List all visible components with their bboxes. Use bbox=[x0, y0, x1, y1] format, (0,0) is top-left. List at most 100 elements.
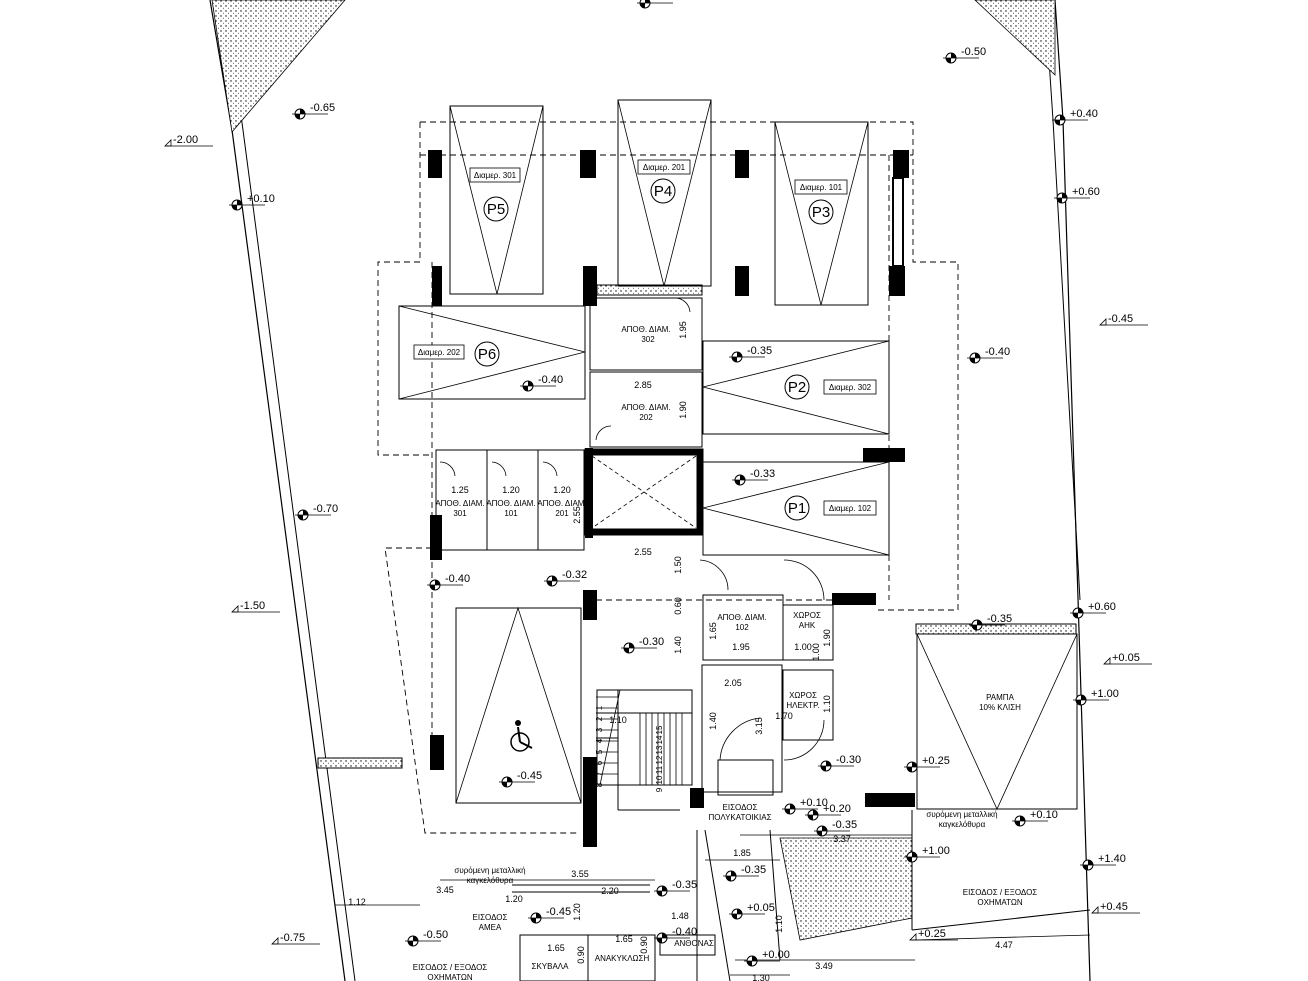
stair-step-number: 15 bbox=[655, 725, 664, 734]
building-entrance-line1: ΕΙΣΟΔΟΣ bbox=[723, 803, 758, 812]
wheelchair-icon bbox=[510, 720, 533, 752]
site-boundary bbox=[209, 0, 1091, 981]
dimension-value: 1.12 bbox=[348, 897, 366, 907]
level-value: -0.35 bbox=[987, 613, 1012, 625]
ahk-room-line1: ΧΩΡΟΣ bbox=[793, 611, 821, 620]
dimension-value: 1.48 bbox=[671, 911, 689, 921]
dimension-value: 3.37 bbox=[833, 834, 851, 844]
stair-step-number: 2 bbox=[595, 716, 604, 721]
level-value: +0.25 bbox=[922, 755, 950, 767]
dimension-value: 0.60 bbox=[673, 597, 683, 615]
level-marker: +1.00 bbox=[903, 845, 950, 863]
parking-bay-p2: Διαμερ. 302 P2 bbox=[702, 340, 890, 435]
level-value: -0.40 bbox=[445, 573, 470, 585]
stair-step-number: 9 bbox=[655, 787, 664, 792]
storage-title-301: ΑΠΟΘ. ΔΙΑΜ. bbox=[435, 499, 484, 508]
level-markers: -0.50-0.65+0.10-0.50+0.40+0.60-0.40-0.40… bbox=[228, 0, 1126, 967]
dimension-value: 3.49 bbox=[815, 961, 833, 971]
stair-step-number: 14 bbox=[655, 735, 664, 744]
stair-step-number: 13 bbox=[655, 745, 664, 754]
ahk-room-line2: ΑΗΚ bbox=[799, 621, 816, 630]
p4-apartment: Διαμερ. 201 bbox=[643, 163, 686, 172]
dimension-value: 1.40 bbox=[673, 636, 683, 654]
p6-apartment: Διαμερ. 202 bbox=[418, 348, 461, 357]
side-level-value: +0.05 bbox=[1112, 652, 1140, 664]
level-triangle-icon bbox=[164, 139, 172, 147]
p2-apartment: Διαμερ. 302 bbox=[829, 383, 872, 392]
side-level-value: -2.00 bbox=[173, 134, 198, 146]
side-level-marker: -0.45 bbox=[1099, 313, 1148, 326]
level-triangle-icon bbox=[231, 605, 239, 613]
side-level-value: +0.25 bbox=[918, 928, 946, 940]
storage-num-302: 302 bbox=[641, 335, 655, 344]
level-triangle-icon bbox=[1091, 906, 1099, 914]
entrance-area: ΕΙΣΟΔΟΣ ΠΟΛΥΚΑΤΟΙΚΙΑΣ ΕΙΣΟΔΟΣ / ΕΞΟΔΟΣ Ο… bbox=[335, 759, 1091, 981]
dimension-value: 2.55 bbox=[572, 506, 582, 524]
side-level-value: +0.45 bbox=[1100, 901, 1128, 913]
side-level-marker: +0.45 bbox=[1091, 901, 1140, 914]
dimension-value: 1.40 bbox=[708, 712, 718, 730]
level-value: -0.32 bbox=[562, 569, 587, 581]
storage-num-201: 201 bbox=[555, 509, 569, 518]
level-value: -0.40 bbox=[985, 346, 1010, 358]
vehicles-entrance-line1: ΕΙΣΟΔΟΣ / ΕΞΟΔΟΣ bbox=[963, 888, 1038, 897]
dimension-value: 1.65 bbox=[708, 622, 718, 640]
electrical-room-line1: ΧΩΡΟΣ bbox=[789, 691, 817, 700]
dimension-value: 1.90 bbox=[678, 401, 688, 419]
sliding-gate-line2: καγκελόθυρα bbox=[939, 820, 986, 829]
dimension-value: 1.30 bbox=[752, 973, 770, 981]
stair-step-number: 7 bbox=[595, 771, 604, 776]
level-value: +0.10 bbox=[247, 193, 275, 205]
level-marker: +0.60 bbox=[1053, 186, 1100, 204]
level-value: -0.33 bbox=[750, 468, 775, 480]
level-marker: -0.35 bbox=[968, 613, 1012, 631]
dimension-value: 1.20 bbox=[572, 903, 582, 921]
bins-label: ΣΚΥΒΑΛΑ bbox=[532, 962, 570, 971]
level-marker: -0.35 bbox=[653, 879, 697, 897]
landscape-area-top-left bbox=[211, 0, 346, 133]
p3-apartment: Διαμερ. 101 bbox=[800, 183, 843, 192]
p2-code: P2 bbox=[788, 379, 806, 396]
side-level-markers: -2.00-0.45-1.50+0.05+0.45-0.75+0.25 bbox=[164, 134, 1152, 945]
dimension-value: 2.85 bbox=[634, 380, 652, 390]
recycling-label: ΑΝΑΚΥΚΛΩΣΗ bbox=[595, 954, 650, 963]
accessible-parking-bay bbox=[455, 606, 582, 804]
level-value: +1.40 bbox=[1098, 853, 1126, 865]
p5-apartment: Διαμερ. 301 bbox=[474, 171, 517, 180]
p5-code: P5 bbox=[487, 201, 505, 218]
stair-step-number: 1 bbox=[595, 705, 604, 710]
landscape-area-bottom bbox=[779, 837, 913, 941]
level-marker: -0.45 bbox=[527, 906, 571, 924]
level-marker: -0.45 bbox=[498, 770, 542, 788]
level-triangle-icon bbox=[909, 933, 917, 941]
dimension-value: 1.20 bbox=[505, 894, 523, 904]
level-triangle-icon bbox=[1103, 657, 1111, 665]
dimension-value: 3.15 bbox=[754, 717, 764, 735]
level-value: +0.40 bbox=[1070, 108, 1098, 120]
p1-apartment: Διαμερ. 102 bbox=[829, 504, 872, 513]
stair-step-number: 10 bbox=[655, 775, 664, 784]
level-value: +0.05 bbox=[747, 902, 775, 914]
level-value: -0.50 bbox=[423, 929, 448, 941]
dimension-value: 0.90 bbox=[639, 936, 649, 954]
level-value: -0.70 bbox=[313, 503, 338, 515]
level-marker: +0.10 bbox=[228, 193, 275, 211]
level-value: -0.45 bbox=[546, 906, 571, 918]
sliding-gate2-line2: καγκελόθυρα bbox=[467, 876, 514, 885]
building-entrance-line2: ΠΟΛΥΚΑΤΟΙΚΙΑΣ bbox=[708, 813, 771, 822]
amea-entrance-line1: ΕΙΣΟΔΟΣ bbox=[473, 913, 508, 922]
level-value: -0.35 bbox=[832, 819, 857, 831]
dimension-value: 1.70 bbox=[775, 711, 793, 721]
side-level-marker: +0.25 bbox=[909, 928, 958, 941]
stair-step-number: 11 bbox=[655, 765, 664, 774]
dimension-value: 1.20 bbox=[502, 485, 520, 495]
side-level-marker: +0.05 bbox=[1103, 652, 1152, 665]
structural-columns bbox=[317, 150, 1077, 847]
level-value: +0.10 bbox=[1030, 809, 1058, 821]
dimension-value: 3.55 bbox=[571, 869, 589, 879]
level-marker: -0.50 bbox=[404, 929, 448, 947]
level-marker: +0.60 bbox=[1069, 601, 1116, 619]
side-level-marker: -2.00 bbox=[164, 134, 213, 147]
dimension-value: 1.10 bbox=[774, 915, 784, 933]
